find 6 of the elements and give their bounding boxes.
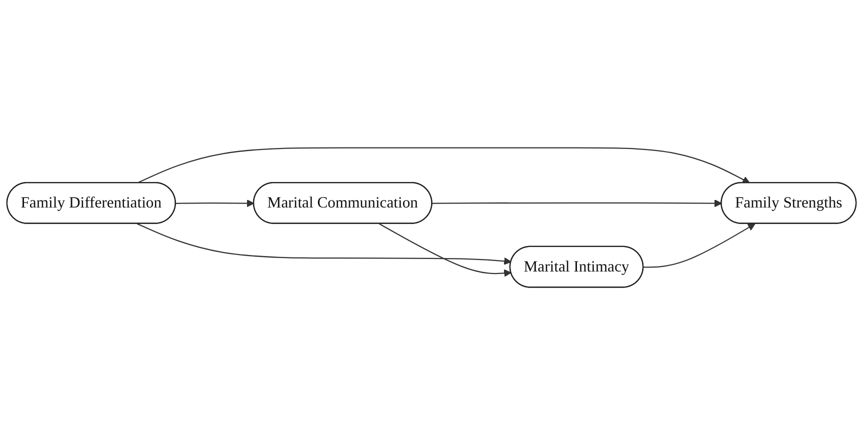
arrow: [176, 199, 254, 208]
arrow: [432, 199, 722, 208]
arrow: [378, 223, 512, 277]
arrow: [136, 147, 750, 184]
arrow: [643, 223, 756, 268]
arrow: [136, 223, 512, 265]
